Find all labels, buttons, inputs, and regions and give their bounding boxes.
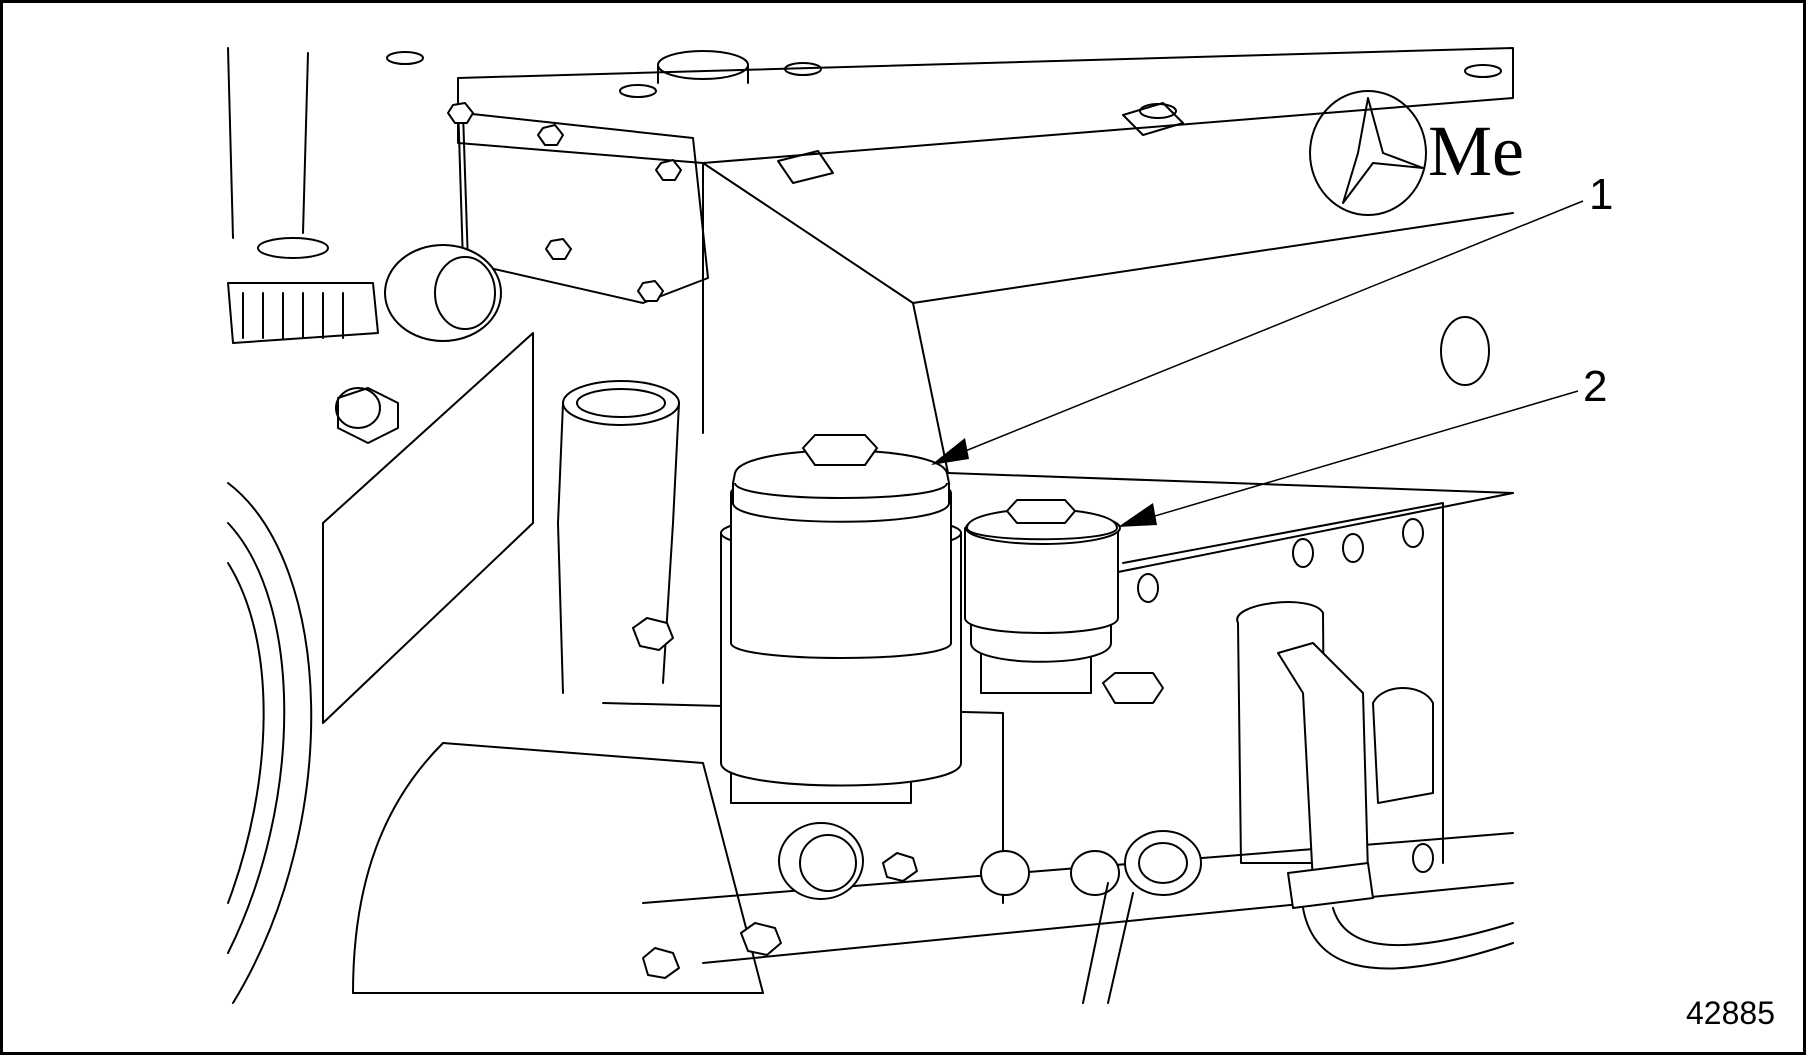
fuel-lines-fittings <box>632 617 1202 1004</box>
callout-number-1: 1 <box>1589 170 1614 219</box>
leader-line-1 <box>931 200 1584 465</box>
leader-line-2 <box>1118 390 1579 527</box>
callout-number-2: 2 <box>1583 362 1608 411</box>
logo-lettering: Me <box>1428 111 1524 191</box>
fuel-filter-1 <box>720 434 962 804</box>
engine-line-drawing: Me <box>227 47 1584 1004</box>
figure-number: 42885 <box>1686 995 1775 1031</box>
electrical-connector <box>1137 518 1514 970</box>
mercedes-logo: Me <box>1309 90 1524 216</box>
fuel-filter-2 <box>964 499 1121 694</box>
engine-block: Me <box>227 47 1524 1004</box>
